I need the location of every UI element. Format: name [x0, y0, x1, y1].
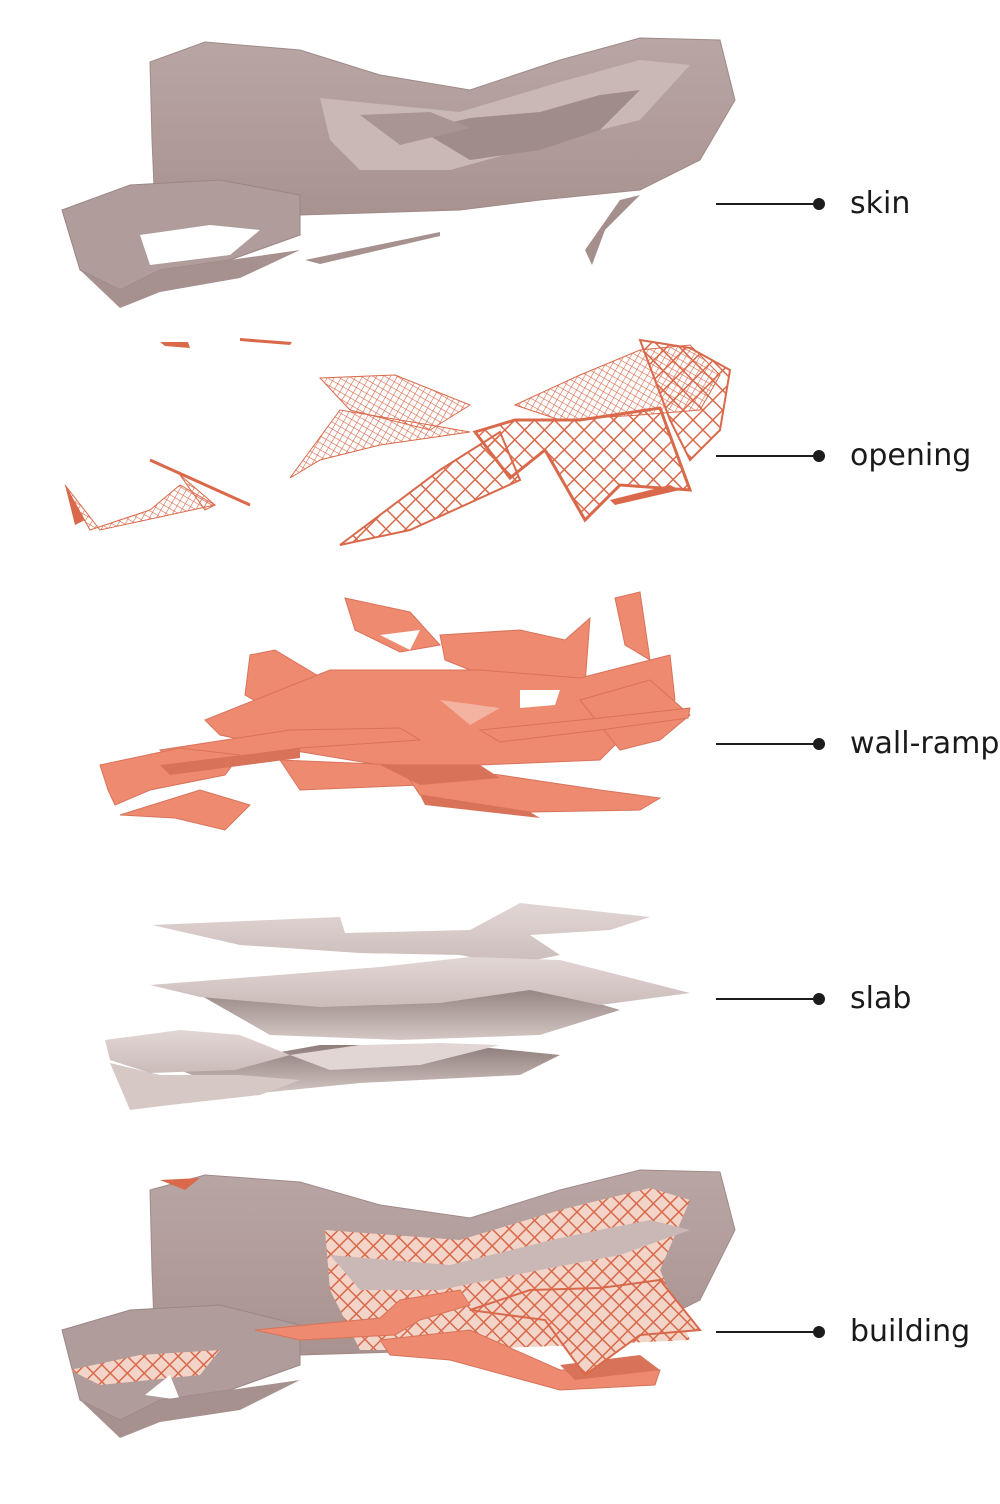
slab-level-3	[152, 903, 650, 965]
callout-building: building	[716, 1312, 1000, 1352]
skin-right-panel	[585, 195, 640, 265]
opening-triangle-left	[65, 485, 85, 525]
leader-line	[716, 998, 818, 1000]
callout-skin: skin	[716, 184, 1000, 224]
wall-shade-1	[380, 765, 500, 785]
building-interior-slab	[330, 1220, 690, 1290]
layer-label-building: building	[850, 1314, 971, 1349]
wall-void-1	[380, 630, 420, 650]
skin-model	[61, 37, 736, 308]
callout-slab: slab	[716, 979, 1000, 1019]
building-ramp-main	[254, 1289, 471, 1341]
layer-label-opening: opening	[850, 438, 972, 473]
wall-shade-3	[420, 795, 540, 818]
skin-left-wing-shade	[140, 225, 260, 265]
opening-panel-upper	[318, 374, 472, 431]
opening-panel-left	[64, 484, 217, 531]
building-left-opening	[160, 1178, 200, 1190]
layer-wall-ramp: wall-ramp	[0, 590, 1000, 890]
leader-dot	[813, 993, 825, 1005]
opening-roof-right-frame	[638, 338, 732, 462]
building-left-void	[145, 1375, 180, 1400]
layer-label-skin: skin	[850, 186, 911, 221]
slab-level-1-under	[110, 1063, 300, 1110]
layer-slab: slab	[0, 895, 1000, 1195]
wall-void-2	[520, 690, 560, 708]
leader-dot	[813, 1326, 825, 1338]
layer-label-wall-ramp: wall-ramp	[850, 726, 1000, 761]
leader-dot	[813, 198, 825, 210]
opening-model	[64, 338, 732, 546]
leader-dot	[813, 738, 825, 750]
layer-building: building	[0, 1160, 1000, 1460]
wall-shade-2	[160, 748, 300, 775]
opening-panel-small	[179, 474, 216, 511]
leader-line	[716, 203, 818, 205]
skin-thin-plane	[305, 232, 440, 264]
opening-v-truss	[472, 406, 693, 523]
wall-ramp-right-long	[478, 707, 691, 743]
building-left-lattice	[70, 1350, 220, 1385]
callout-opening: opening	[716, 436, 1000, 476]
wall-void-3	[440, 700, 500, 725]
skin-left-wing-lower	[80, 250, 300, 308]
building-model	[61, 1169, 736, 1438]
wall-panel-top-left	[344, 597, 441, 653]
layer-opening: opening	[0, 320, 1000, 620]
wall-ramp-lower-center	[279, 759, 422, 791]
leader-dot	[813, 450, 825, 462]
skin-inner-void-2	[360, 112, 470, 145]
opening-fin	[610, 485, 680, 505]
building-v-truss	[469, 1278, 702, 1377]
slab-level-1-ramp	[290, 1043, 500, 1070]
layer-label-slab: slab	[850, 981, 912, 1016]
slab-level-1	[105, 1030, 290, 1073]
slab-model	[105, 903, 690, 1110]
opening-strut-left	[149, 458, 251, 507]
wall-ramp-lower-left	[119, 789, 251, 831]
opening-panel-center	[289, 409, 471, 479]
wall-panel-triangle	[614, 591, 651, 661]
leader-line	[716, 1331, 818, 1333]
building-left-wing-lower	[80, 1380, 300, 1438]
slab-level-2	[150, 957, 690, 1007]
callout-wall-ramp: wall-ramp	[716, 724, 1000, 764]
wall-panel-top-center	[439, 616, 591, 686]
layer-skin: skin	[0, 20, 1000, 320]
wall-ramp-model	[99, 591, 691, 831]
leader-line	[716, 743, 818, 745]
skin-inner-void	[420, 90, 640, 160]
opening-sliver-1	[160, 342, 190, 348]
opening-sliver-2	[240, 338, 292, 345]
leader-line	[716, 455, 818, 457]
